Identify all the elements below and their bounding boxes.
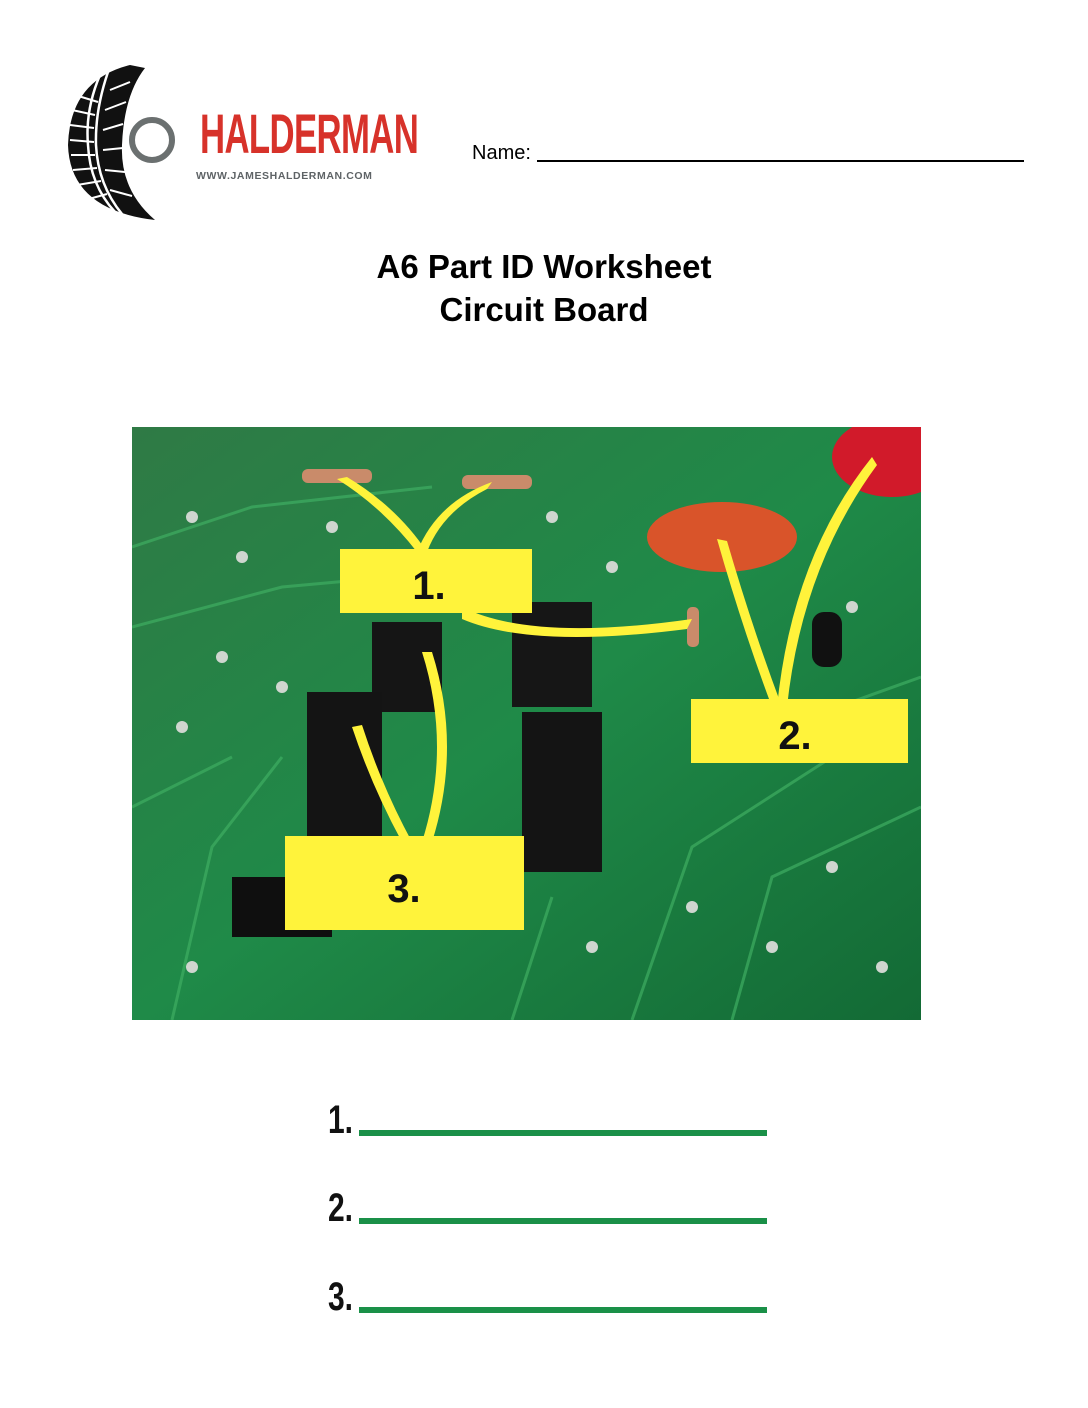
- worksheet-title: A6 Part ID Worksheet: [376, 248, 712, 285]
- circuit-board-photo: 1. 2. 3.: [131, 417, 952, 1021]
- logo-wordmark: HALDERMAN: [200, 102, 419, 165]
- callout-3-label: 3.: [387, 867, 420, 911]
- answer-number: 2.: [328, 1186, 354, 1230]
- name-label: Name:: [472, 142, 531, 164]
- worksheet-subtitle: Circuit Board: [439, 291, 649, 328]
- name-field[interactable]: [537, 160, 1024, 162]
- halderman-logo: HALDERMAN WWW.JAMESHALDERMAN.COM: [60, 60, 419, 225]
- tire-icon: [68, 65, 175, 220]
- answer-row-3: 3.: [328, 1273, 773, 1317]
- answer-row-2: 2.: [328, 1184, 773, 1228]
- answer-number: 1.: [328, 1098, 354, 1142]
- answer-row-1: 1.: [328, 1096, 773, 1140]
- logo-url: WWW.JAMESHALDERMAN.COM: [196, 170, 373, 182]
- answer-number: 3.: [328, 1275, 354, 1319]
- callout-1-label: 1.: [412, 564, 445, 608]
- callout-2-label: 2.: [778, 714, 811, 758]
- answer-field[interactable]: [359, 1130, 767, 1136]
- answer-field[interactable]: [359, 1307, 767, 1313]
- answer-field[interactable]: [359, 1218, 767, 1224]
